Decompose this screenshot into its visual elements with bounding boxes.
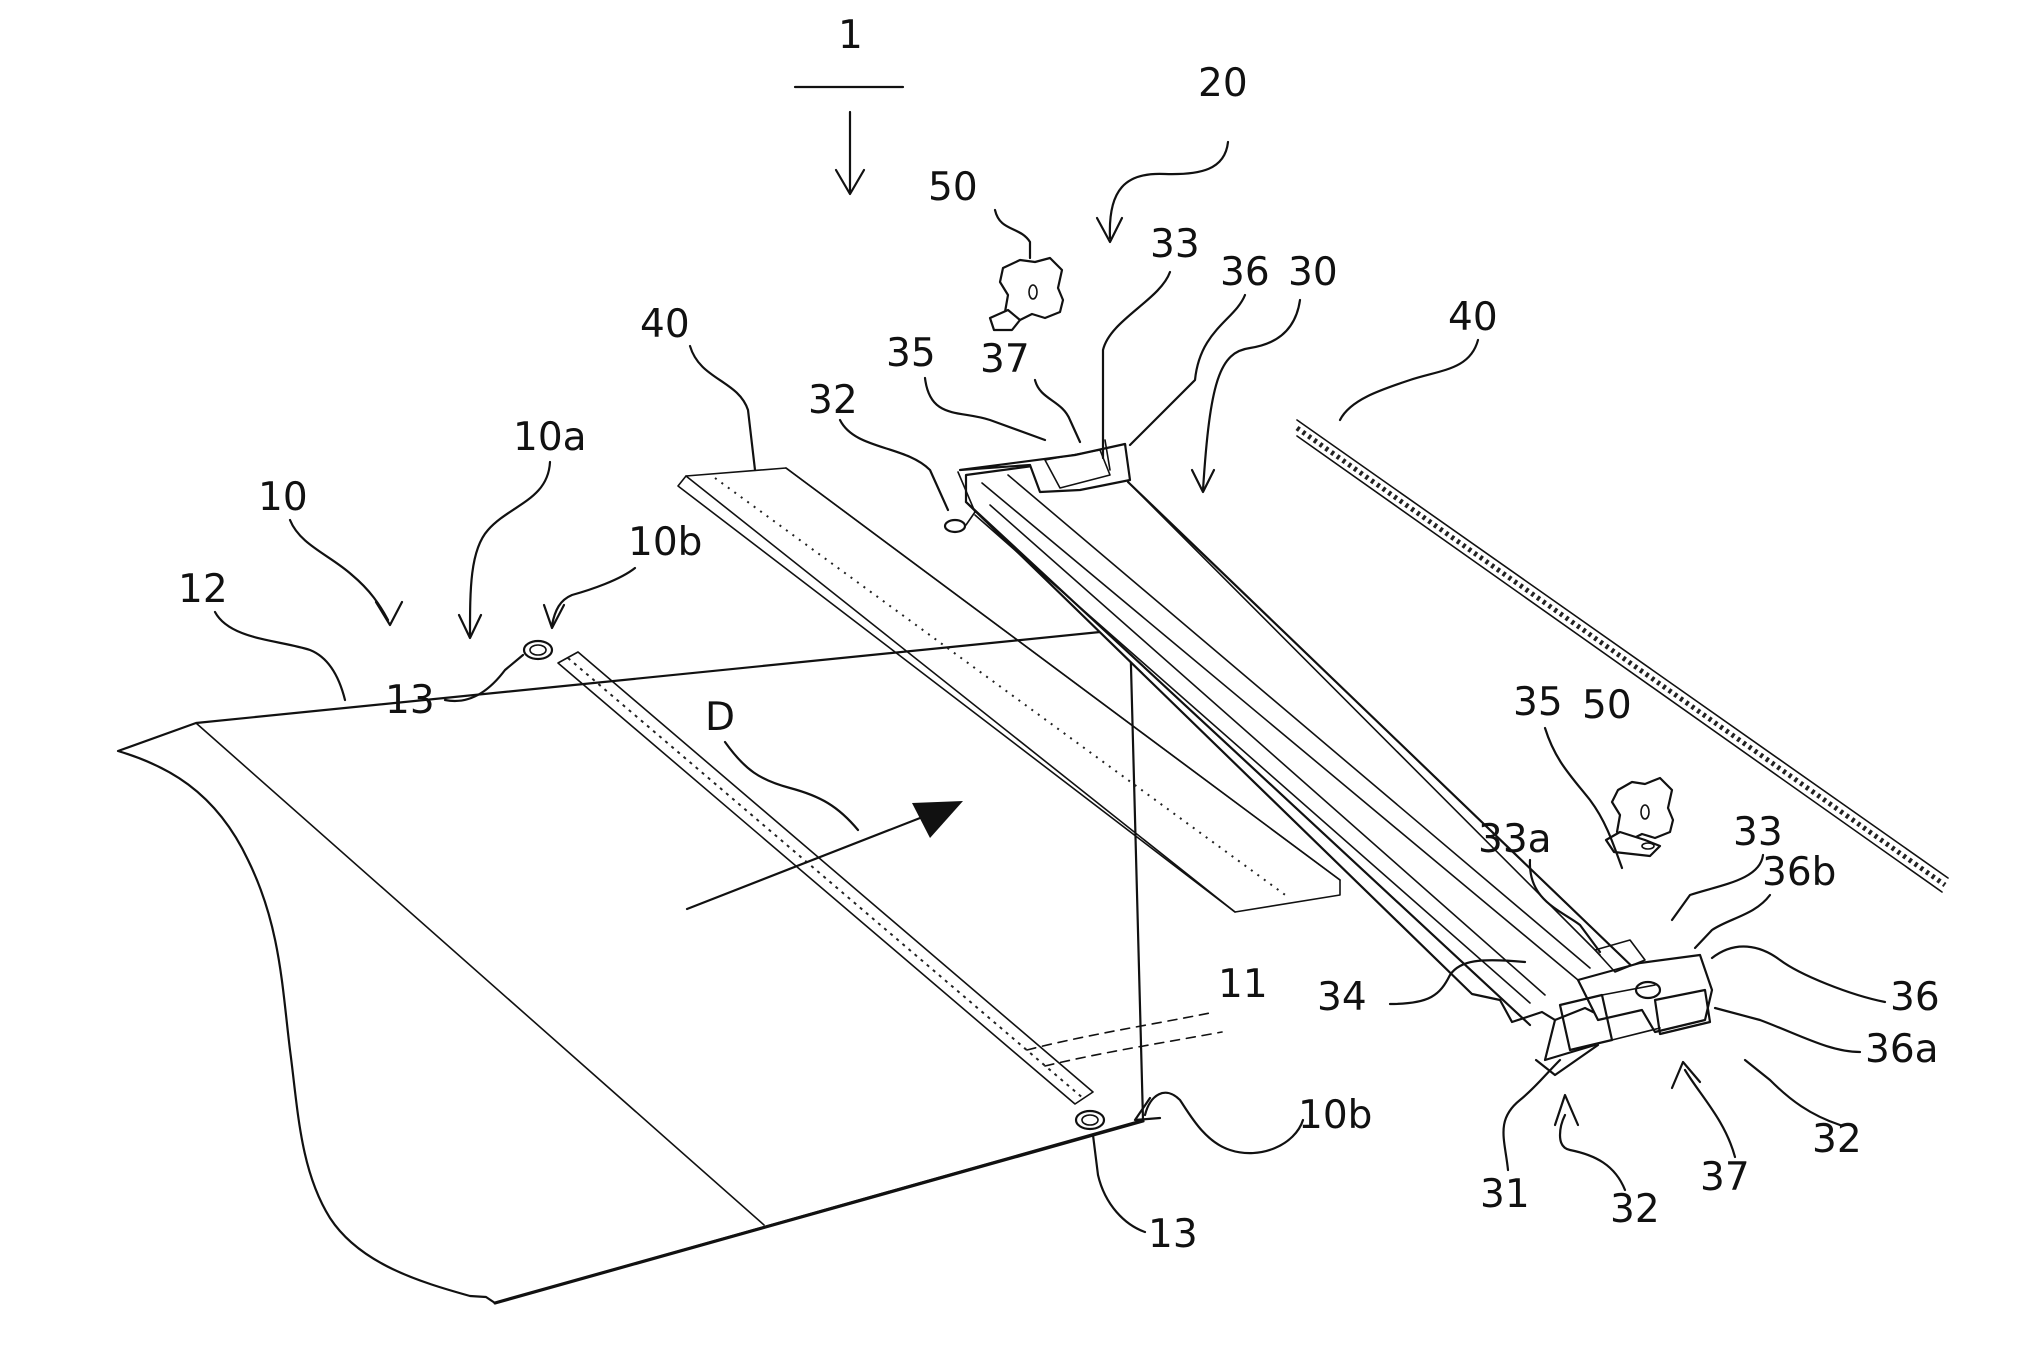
- label-housing-recess-top: 33: [1150, 222, 1200, 267]
- label-card-corner-bottom: 10b: [1298, 1093, 1372, 1138]
- label-slit-bottom: 37: [1700, 1155, 1750, 1200]
- label-recess-face: 33a: [1478, 817, 1552, 862]
- label-card-corner-top: 10b: [628, 520, 702, 565]
- label-post-bottom-mid: 32: [1610, 1187, 1660, 1232]
- label-pads: 11: [1218, 962, 1268, 1007]
- label-contacts-left: 40: [640, 302, 690, 347]
- card-hole-top: [524, 641, 552, 659]
- label-bracket-left: 50: [928, 165, 978, 210]
- bracket-right: [1606, 778, 1673, 856]
- label-assembly: 1: [838, 13, 863, 58]
- card-body: [118, 629, 1143, 1303]
- label-lock-top: 35: [886, 331, 936, 376]
- label-recess-bottom: 33: [1733, 810, 1783, 855]
- label-card: 10: [258, 475, 308, 520]
- label-contacts-right: 40: [1448, 295, 1498, 340]
- label-bracket-right: 50: [1582, 683, 1632, 728]
- label-card-body: 12: [178, 567, 228, 612]
- label-card-edge: 10a: [513, 415, 587, 460]
- label-hole-bottom: 13: [1148, 1212, 1198, 1257]
- label-slit-top: 37: [980, 337, 1030, 382]
- label-housing: 30: [1288, 250, 1338, 295]
- label-post-bottom-right: 32: [1812, 1117, 1862, 1162]
- label-wall-face-a: 36a: [1865, 1027, 1939, 1072]
- label-rail: 34: [1317, 975, 1367, 1020]
- label-wall-top: 36: [1220, 250, 1270, 295]
- label-direction: D: [705, 695, 735, 740]
- label-connector: 20: [1198, 61, 1248, 106]
- label-wall-face-b: 36b: [1762, 850, 1836, 895]
- label-hole-top: 13: [385, 678, 435, 723]
- assembly-arrow: [795, 87, 903, 194]
- label-slot: 31: [1480, 1172, 1530, 1217]
- bracket-left: [990, 258, 1063, 330]
- label-lock-bottom: 35: [1513, 680, 1563, 725]
- label-post-top: 32: [808, 378, 858, 423]
- label-wall-bottom: 36: [1890, 975, 1940, 1020]
